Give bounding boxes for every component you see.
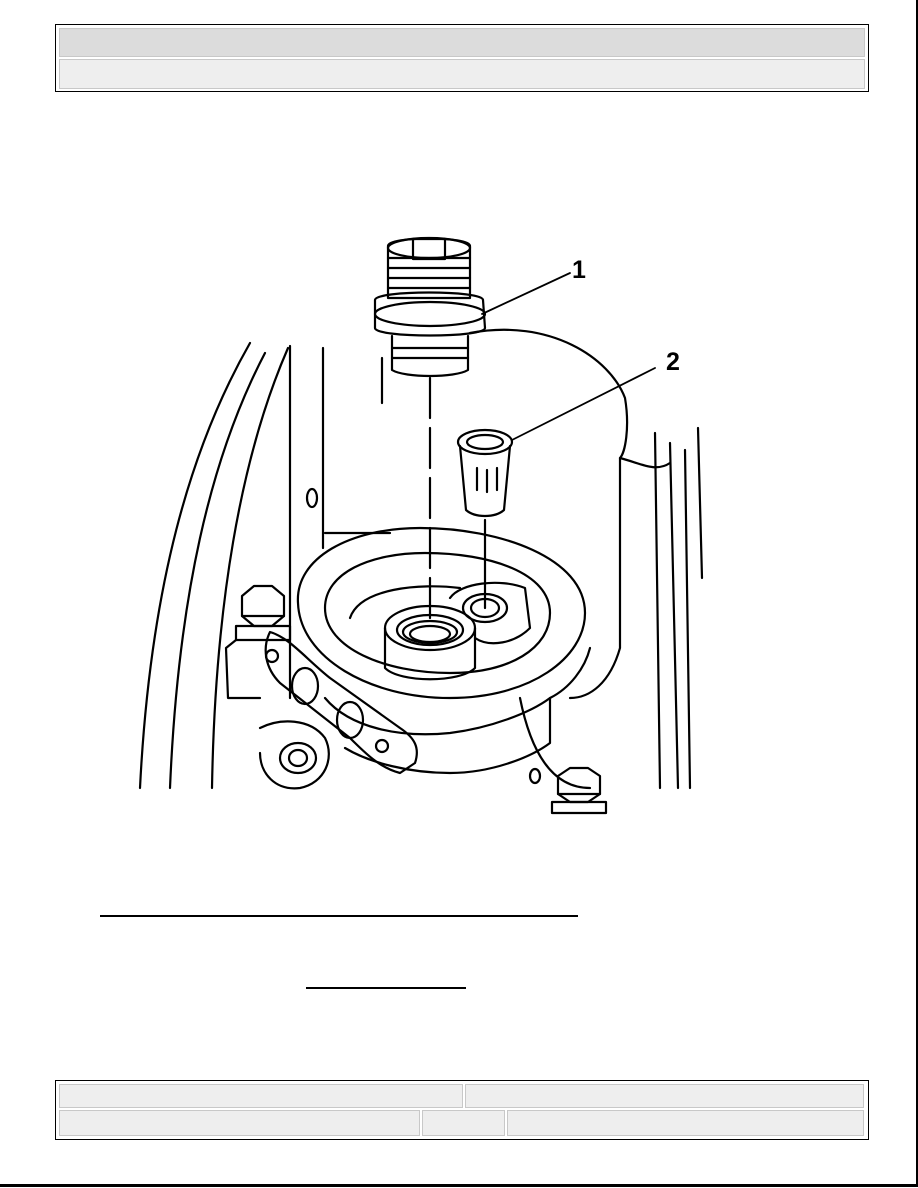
footer-cell — [59, 1084, 463, 1108]
callout-2: 2 — [666, 348, 680, 376]
bolt-left — [234, 584, 292, 642]
header-row-2 — [59, 59, 865, 89]
footer-cell — [59, 1110, 420, 1136]
separator-line-long — [100, 915, 578, 917]
oil-filter-adapter-illustration: 1 2 — [130, 228, 710, 828]
adapter-bolt-part-1 — [373, 236, 487, 378]
footer-cell — [507, 1110, 864, 1136]
header-table — [55, 24, 869, 92]
footer-cell — [422, 1110, 505, 1136]
callout-1: 1 — [572, 256, 586, 284]
header-row-1 — [59, 28, 865, 57]
bypass-valve-part-2 — [456, 428, 514, 518]
footer-cell — [465, 1084, 864, 1108]
footer-table — [55, 1080, 869, 1140]
bolt-right — [550, 766, 608, 815]
separator-line-short — [306, 987, 466, 989]
